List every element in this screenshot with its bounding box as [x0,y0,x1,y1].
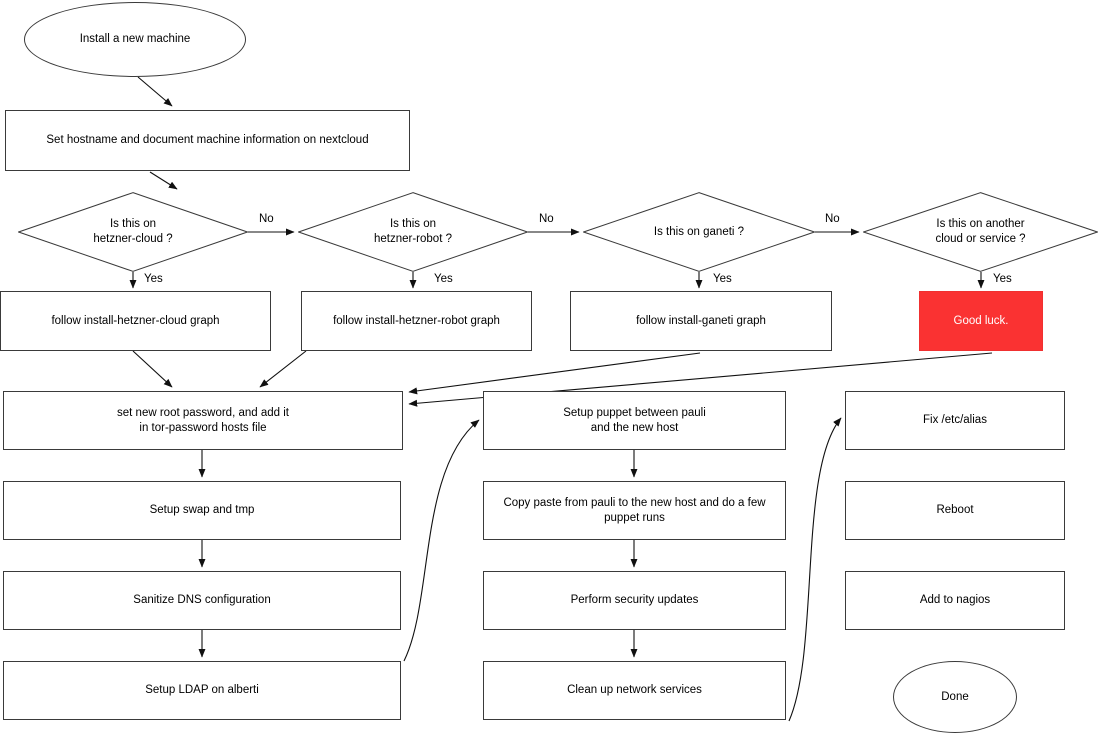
node-fix-etc-alias[interactable]: Fix /etc/alias [845,391,1065,450]
node-label-copy-paste: Copy paste from pauli to the new host an… [503,496,766,524]
node-label-cleanup-network: Clean up network services [567,684,702,696]
node-follow-hr[interactable]: follow install-hetzner-robot graph [301,291,532,351]
edge-start-to-set-hostname [137,76,173,107]
edge-follow-ganeti-to-set-root-pw [408,352,701,395]
node-q-hetzner-robot[interactable]: Is this on hetzner-robot ? [298,192,528,272]
edge-follow-hc-to-set-root-pw [132,350,173,388]
node-label-set-root-pw: set new root password, and add it in tor… [117,406,289,434]
edge-label-no-3: No [825,213,840,225]
node-setup-ldap[interactable]: Setup LDAP on alberti [3,661,401,720]
node-label-setup-ldap: Setup LDAP on alberti [145,684,259,696]
node-copy-paste[interactable]: Copy paste from pauli to the new host an… [483,481,786,540]
node-label-fix-etc-alias: Fix /etc/alias [923,414,987,426]
node-label-good-luck: Good luck. [953,314,1009,327]
node-set-hostname[interactable]: Set hostname and document machine inform… [5,110,410,171]
node-cleanup-network[interactable]: Clean up network services [483,661,786,720]
node-label-done: Done [941,690,969,703]
node-security-updates[interactable]: Perform security updates [483,571,786,630]
node-setup-swap[interactable]: Setup swap and tmp [3,481,401,540]
node-setup-puppet[interactable]: Setup puppet between pauli and the new h… [483,391,786,450]
node-label-q-ganeti: Is this on ganeti ? [653,225,745,238]
node-good-luck[interactable]: Good luck. [919,291,1043,351]
edge-label-yes-2: Yes [434,273,453,285]
node-follow-ganeti[interactable]: follow install-ganeti graph [570,291,832,351]
edge-label-no-2: No [539,213,554,225]
node-label-follow-ganeti: follow install-ganeti graph [636,314,766,327]
edge-label-yes-4: Yes [993,273,1012,285]
edge-setup-ldap-to-setup-puppet [403,419,480,662]
diamond-shape-q-hetzner-cloud [18,192,248,272]
node-label-start: Install a new machine [79,33,191,45]
node-q-ganeti[interactable]: Is this on ganeti ? [583,192,815,272]
node-start[interactable]: Install a new machine [24,2,246,77]
node-label-q-hetzner-cloud: Is this on hetzner-cloud ? [93,218,173,245]
node-label-reboot: Reboot [936,504,974,516]
node-label-q-hetzner-robot: Is this on hetzner-robot ? [374,218,452,245]
node-label-add-nagios: Add to nagios [919,594,991,606]
node-label-q-another-cloud: Is this on another cloud or service ? [935,218,1026,245]
node-label-security-updates: Perform security updates [570,594,699,606]
node-q-hetzner-cloud[interactable]: Is this on hetzner-cloud ? [18,192,248,272]
edge-label-yes-3: Yes [713,273,732,285]
node-set-root-pw[interactable]: set new root password, and add it in tor… [3,391,403,450]
node-q-another-cloud[interactable]: Is this on another cloud or service ? [863,192,1098,272]
node-done[interactable]: Done [893,661,1017,733]
node-label-setup-puppet: Setup puppet between pauli and the new h… [563,406,706,434]
edge-cleanup-network-to-fix-etc-alias [788,417,842,722]
edge-follow-hr-to-set-root-pw [259,350,307,388]
node-add-nagios[interactable]: Add to nagios [845,571,1065,630]
diamond-shape-q-ganeti [583,192,815,272]
node-label-set-hostname: Set hostname and document machine inform… [46,134,369,146]
node-label-follow-hr: follow install-hetzner-robot graph [333,314,500,327]
edge-set-hostname-to-q-hetzner-cloud [149,171,178,190]
edge-label-yes-1: Yes [144,273,163,285]
node-reboot[interactable]: Reboot [845,481,1065,540]
diamond-shape-q-another-cloud [863,192,1098,272]
edge-label-no-1: No [259,213,274,225]
node-label-follow-hc: follow install-hetzner-cloud graph [51,314,220,327]
node-label-sanitize-dns: Sanitize DNS configuration [133,594,271,606]
node-sanitize-dns[interactable]: Sanitize DNS configuration [3,571,401,630]
node-label-setup-swap: Setup swap and tmp [149,504,255,516]
diamond-shape-q-hetzner-robot [298,192,528,272]
node-follow-hc[interactable]: follow install-hetzner-cloud graph [0,291,271,351]
